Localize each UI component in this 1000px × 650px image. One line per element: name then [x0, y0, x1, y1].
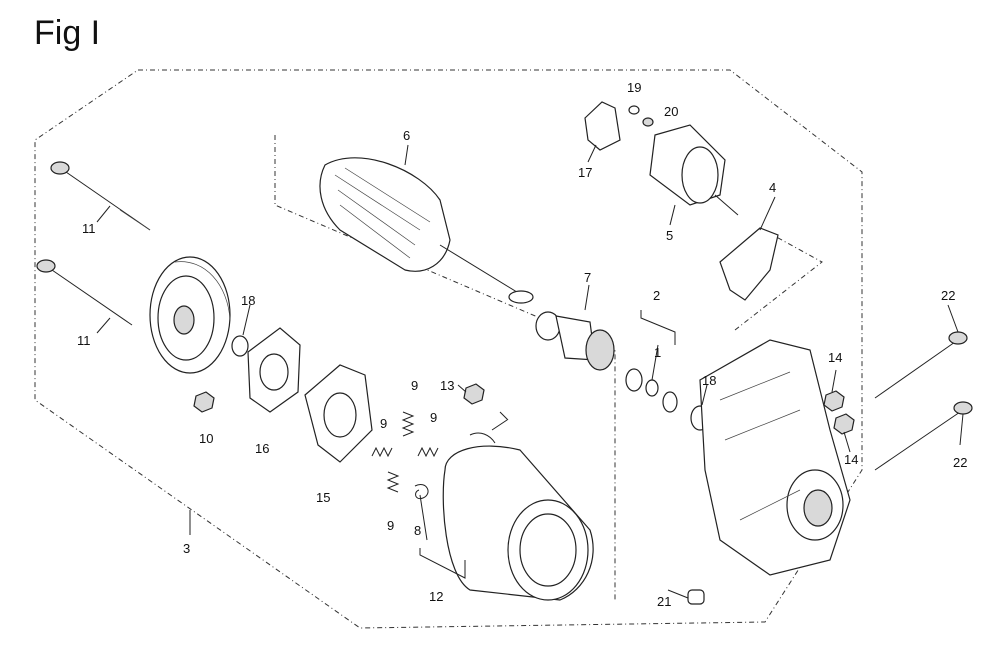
small-nut-20	[642, 117, 654, 127]
label-part-18-b: 18	[702, 373, 716, 388]
nut-rear	[193, 391, 215, 413]
solenoid-switch	[649, 124, 739, 216]
label-part-2: 2	[653, 288, 660, 303]
armature	[319, 157, 534, 304]
label-part-9-b: 9	[430, 410, 437, 425]
brush-plate	[247, 327, 301, 413]
brush-holder	[304, 364, 373, 463]
lever-holder	[584, 101, 621, 151]
label-part-13: 13	[440, 378, 454, 393]
label-part-3: 3	[183, 541, 190, 556]
label-part-8: 8	[414, 523, 421, 538]
front-bracket	[699, 339, 851, 576]
through-bolt-lower	[36, 259, 133, 326]
group-bracket-2	[640, 310, 676, 345]
terminal-clip	[414, 484, 429, 500]
label-part-9-d: 9	[387, 518, 394, 533]
small-washer-19	[628, 105, 640, 115]
label-part-10: 10	[199, 431, 213, 446]
label-part-22-a: 22	[941, 288, 955, 303]
label-part-16: 16	[255, 441, 269, 456]
washer-rear	[231, 335, 249, 357]
terminal-nut	[463, 383, 485, 405]
label-part-1: 1	[654, 345, 661, 360]
label-part-21: 21	[657, 594, 671, 609]
assembly-boundary	[34, 69, 863, 629]
label-part-11-b: 11	[77, 333, 91, 348]
solenoid-group-boundary	[734, 227, 823, 331]
label-part-19: 19	[627, 80, 641, 95]
label-part-7: 7	[584, 270, 591, 285]
label-part-9-c: 9	[380, 416, 387, 431]
label-part-4: 4	[769, 180, 776, 195]
leader-lines	[96, 144, 964, 599]
brush-springs	[371, 411, 439, 493]
label-part-18-a: 18	[241, 293, 255, 308]
rear-cover	[149, 256, 231, 374]
pinion-gear	[535, 311, 615, 371]
part-labels: 1 2 3 4 5 6 7 8 9 9 9 9 10 11 11 12 13 1…	[77, 80, 967, 609]
front-nut-lower	[833, 413, 855, 435]
label-part-14-b: 14	[844, 452, 858, 467]
shift-lever	[719, 227, 779, 301]
figure-title: Fig I	[34, 14, 101, 52]
yoke-housing	[442, 411, 594, 601]
label-part-15: 15	[316, 490, 330, 505]
label-part-9-a: 9	[411, 378, 418, 393]
armature-group-boundary	[274, 135, 616, 600]
label-part-11-a: 11	[82, 221, 96, 236]
through-bolt-upper	[50, 161, 151, 231]
mounting-bolt-upper	[874, 331, 968, 399]
label-part-6: 6	[403, 128, 410, 143]
label-part-5: 5	[666, 228, 673, 243]
label-part-20: 20	[664, 104, 678, 119]
front-nut-upper	[823, 390, 845, 412]
label-part-17: 17	[578, 165, 592, 180]
snap-ring	[645, 379, 659, 397]
stop-collar	[625, 368, 643, 392]
thrust-washer	[662, 391, 678, 413]
label-part-12: 12	[429, 589, 443, 604]
label-part-14-a: 14	[828, 350, 842, 365]
drain-plug	[687, 589, 705, 605]
label-part-22-b: 22	[953, 455, 967, 470]
